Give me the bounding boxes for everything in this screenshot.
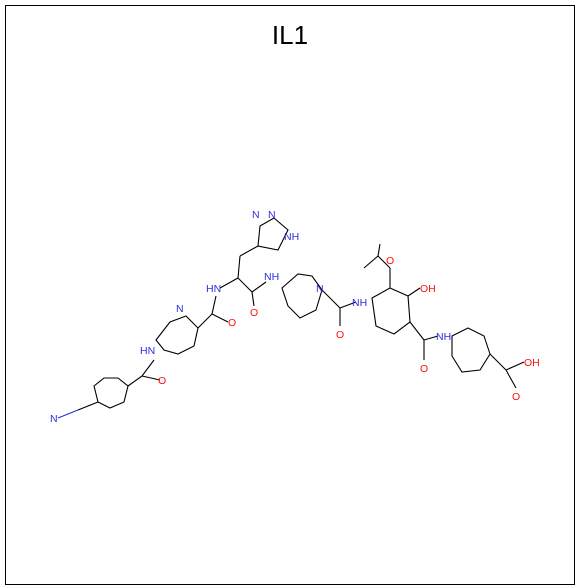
pyridine-ring-left xyxy=(155,315,199,355)
atom-labels: N N NH HN NH N N O O O HN O N O OH NH O … xyxy=(50,209,540,425)
atom-label: NH xyxy=(436,331,451,343)
atom-label: N xyxy=(50,413,58,425)
atom-label: N xyxy=(252,209,260,221)
atom-label: NH xyxy=(284,231,299,243)
benzoic-acid-ring xyxy=(451,327,491,373)
nitrile-bond xyxy=(77,401,99,411)
atom-label: OH xyxy=(524,357,540,369)
figure-frame: IL1 xyxy=(5,5,575,585)
atom-label: O xyxy=(420,363,428,375)
atom-label: N xyxy=(316,283,324,295)
atom-label: O xyxy=(228,317,236,329)
atom-label: O xyxy=(158,375,166,387)
atom-label: HN xyxy=(206,283,221,295)
atom-label: OH xyxy=(420,283,436,295)
benzene-ring-center xyxy=(371,287,411,335)
atom-label: HN xyxy=(140,345,155,357)
atom-label: O xyxy=(512,391,520,403)
atom-label: N xyxy=(176,303,184,315)
atom-label: O xyxy=(336,329,344,341)
triazole-ring xyxy=(257,217,289,251)
atom-label: NH xyxy=(352,297,367,309)
atom-label: O xyxy=(250,307,258,319)
pyridine-ring-mid xyxy=(281,273,323,319)
atom-label: O xyxy=(386,255,394,267)
figure-title: IL1 xyxy=(271,20,309,50)
benzonitrile-ring xyxy=(93,377,129,409)
atom-label: N xyxy=(268,209,276,221)
molecule-structure: N N NH HN NH N N O O O HN O N O OH NH O … xyxy=(50,209,540,425)
bonds xyxy=(57,217,525,419)
atom-label: NH xyxy=(264,271,279,283)
